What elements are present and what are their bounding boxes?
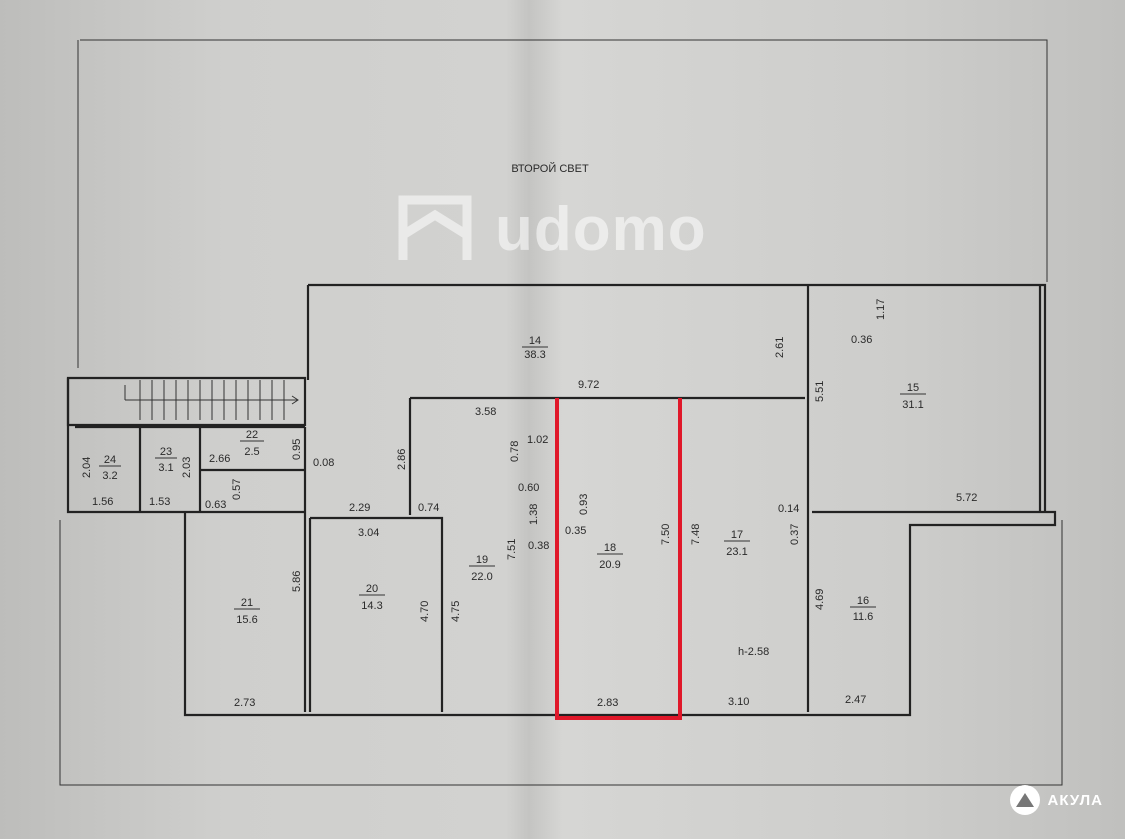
svg-text:22.0: 22.0 bbox=[471, 571, 492, 583]
svg-text:22: 22 bbox=[246, 429, 258, 441]
svg-text:3.58: 3.58 bbox=[475, 406, 496, 418]
svg-text:18: 18 bbox=[604, 542, 616, 554]
svg-text:0.74: 0.74 bbox=[418, 502, 439, 514]
svg-text:2.66: 2.66 bbox=[209, 453, 230, 465]
svg-text:0.37: 0.37 bbox=[789, 524, 801, 545]
svg-text:7.50: 7.50 bbox=[660, 524, 672, 545]
svg-text:14: 14 bbox=[529, 335, 541, 347]
udomo-watermark: udomo bbox=[395, 190, 707, 270]
svg-text:2.5: 2.5 bbox=[244, 446, 259, 458]
room-18: 18 20.9 bbox=[597, 542, 623, 571]
svg-text:2.61: 2.61 bbox=[774, 337, 786, 358]
room-14: 14 38.3 bbox=[522, 335, 548, 361]
svg-text:2.29: 2.29 bbox=[349, 502, 370, 514]
svg-text:0.60: 0.60 bbox=[518, 482, 539, 494]
stairs bbox=[124, 380, 299, 420]
svg-text:21: 21 bbox=[241, 597, 253, 609]
svg-text:24: 24 bbox=[104, 454, 116, 466]
svg-text:0.36: 0.36 bbox=[851, 334, 872, 346]
svg-text:20.9: 20.9 bbox=[599, 559, 620, 571]
svg-text:16: 16 bbox=[857, 595, 869, 607]
svg-text:11.6: 11.6 bbox=[853, 611, 874, 623]
svg-text:15.6: 15.6 bbox=[236, 614, 257, 626]
outer-frame bbox=[59, 39, 1063, 786]
svg-text:0.57: 0.57 bbox=[231, 479, 243, 500]
svg-text:0.35: 0.35 bbox=[565, 525, 586, 537]
svg-text:0.78: 0.78 bbox=[509, 441, 521, 462]
room-16: 16 11.6 bbox=[850, 595, 876, 623]
svg-text:5.86: 5.86 bbox=[291, 571, 303, 592]
svg-text:1.02: 1.02 bbox=[527, 434, 548, 446]
svg-text:2.47: 2.47 bbox=[845, 694, 866, 706]
svg-text:23: 23 bbox=[160, 446, 172, 458]
svg-text:4.70: 4.70 bbox=[419, 601, 431, 622]
svg-text:1.56: 1.56 bbox=[92, 496, 113, 508]
dimension-labels: 9.72 3.58 2.61 5.51 1.17 0.36 5.72 0.14 … bbox=[81, 299, 977, 709]
svg-text:20: 20 bbox=[366, 583, 378, 595]
svg-text:0.63: 0.63 bbox=[205, 499, 226, 511]
room-21: 21 15.6 bbox=[234, 597, 260, 626]
svg-text:5.51: 5.51 bbox=[814, 381, 826, 402]
room-19: 19 22.0 bbox=[469, 554, 495, 583]
svg-text:5.72: 5.72 bbox=[956, 492, 977, 504]
house-icon bbox=[398, 195, 472, 260]
walls-lower bbox=[66, 285, 1057, 717]
svg-text:3.04: 3.04 bbox=[358, 527, 379, 539]
svg-text:2.83: 2.83 bbox=[597, 697, 618, 709]
svg-text:3.10: 3.10 bbox=[728, 696, 749, 708]
room-24: 243.2 bbox=[99, 454, 121, 482]
akula-logo: АКУЛА bbox=[1009, 785, 1103, 815]
svg-text:1.38: 1.38 bbox=[528, 504, 540, 525]
room-22: 222.5 bbox=[240, 429, 264, 458]
svg-text:17: 17 bbox=[731, 529, 743, 541]
svg-text:7.48: 7.48 bbox=[690, 524, 702, 545]
svg-text:14.3: 14.3 bbox=[361, 600, 382, 612]
svg-text:38.3: 38.3 bbox=[524, 349, 545, 361]
svg-text:1.17: 1.17 bbox=[875, 299, 887, 320]
svg-text:7.51: 7.51 bbox=[506, 539, 518, 560]
room-15: 15 31.1 bbox=[900, 382, 926, 411]
room-23: 233.1 bbox=[155, 446, 177, 474]
svg-text:0.95: 0.95 bbox=[291, 439, 303, 460]
highlighted-room-outline bbox=[555, 398, 682, 720]
svg-text:0.08: 0.08 bbox=[313, 457, 334, 469]
room-17: 17 23.1 bbox=[724, 529, 750, 558]
svg-text:31.1: 31.1 bbox=[902, 399, 923, 411]
svg-text:15: 15 bbox=[907, 382, 919, 394]
svg-text:9.72: 9.72 bbox=[578, 379, 599, 391]
svg-text:19: 19 bbox=[476, 554, 488, 566]
svg-text:2.04: 2.04 bbox=[81, 457, 93, 478]
svg-text:23.1: 23.1 bbox=[726, 546, 747, 558]
ceiling-height-label: h-2.58 bbox=[738, 646, 769, 658]
svg-text:3.1: 3.1 bbox=[158, 462, 173, 474]
svg-text:1.53: 1.53 bbox=[149, 496, 170, 508]
svg-text:0.93: 0.93 bbox=[578, 494, 590, 515]
akula-logo-text: АКУЛА bbox=[1047, 791, 1103, 809]
svg-text:0.38: 0.38 bbox=[528, 540, 549, 552]
svg-text:4.69: 4.69 bbox=[814, 589, 826, 610]
svg-text:3.2: 3.2 bbox=[102, 470, 117, 482]
svg-text:2.73: 2.73 bbox=[234, 697, 255, 709]
mountain-icon bbox=[1009, 785, 1040, 815]
svg-text:4.75: 4.75 bbox=[450, 601, 462, 622]
second-light-label: ВТОРОЙ СВЕТ bbox=[511, 162, 589, 175]
room-20: 20 14.3 bbox=[359, 583, 385, 612]
svg-text:2.86: 2.86 bbox=[396, 449, 408, 470]
svg-text:0.14: 0.14 bbox=[778, 503, 799, 515]
udomo-watermark-text: udomo bbox=[495, 195, 707, 264]
svg-text:2.03: 2.03 bbox=[181, 457, 193, 478]
